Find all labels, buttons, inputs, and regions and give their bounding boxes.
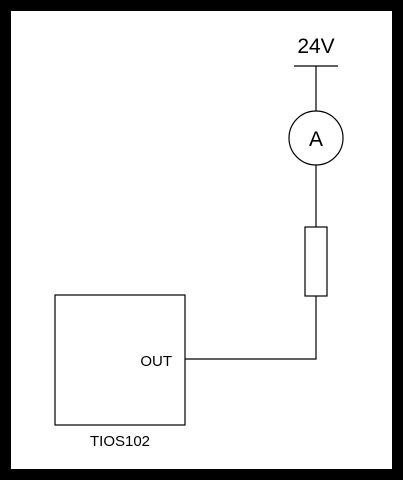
- device-block: OUT: [54, 294, 186, 426]
- device-box: [54, 294, 186, 426]
- wire-resistor-output: [185, 296, 317, 360]
- supply-label: 24V: [297, 35, 334, 58]
- device-label: TIOS102: [90, 433, 150, 450]
- ammeter: A: [288, 110, 344, 166]
- ammeter-label: A: [309, 128, 323, 151]
- output-label: OUT: [140, 353, 172, 370]
- resistor: [304, 226, 328, 297]
